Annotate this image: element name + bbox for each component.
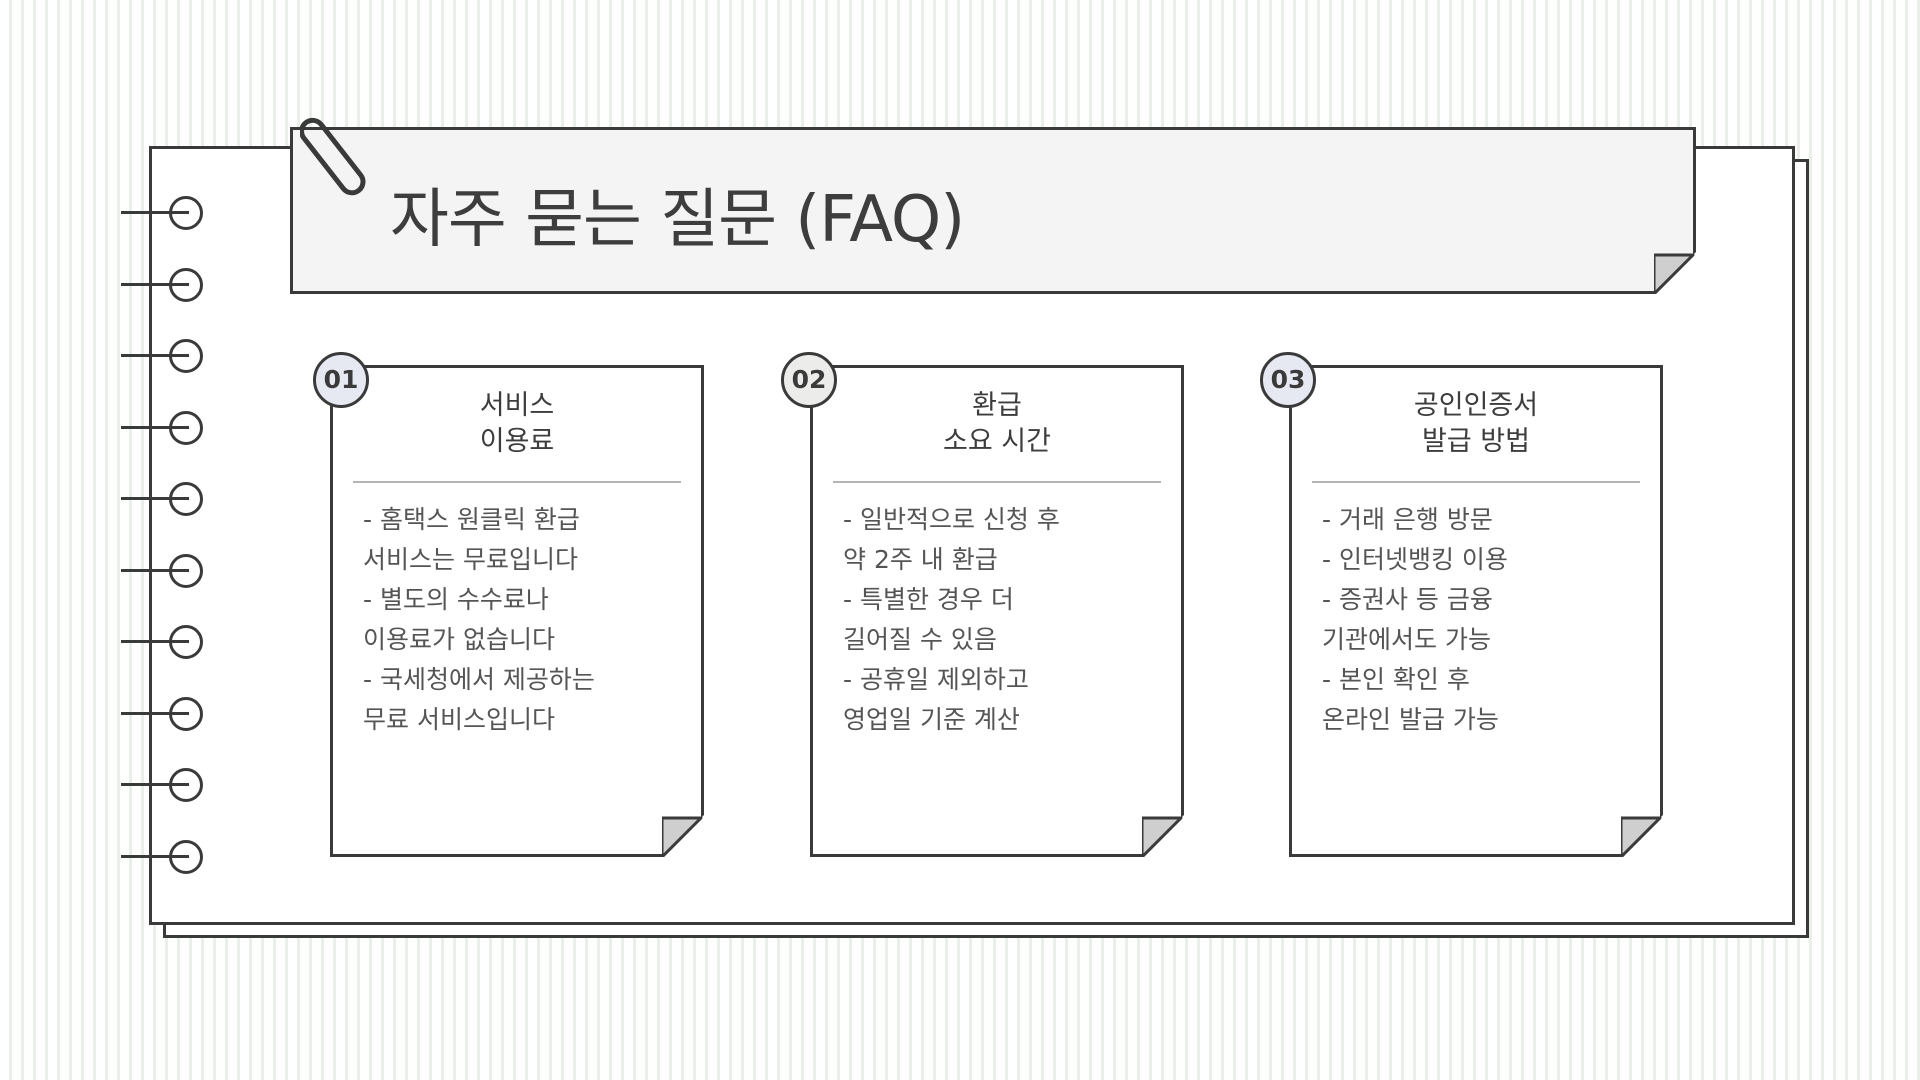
card-body: - 일반적으로 신청 후 약 2주 내 환급 - 특별한 경우 더 길어질 수 … [843, 505, 1060, 734]
ring-icon [121, 625, 203, 659]
faq-card-certificate: 공인인증서 발급 방법 - 거래 은행 방문 - 인터넷뱅킹 이용 - 증권사 … [1289, 365, 1663, 857]
folded-corner-icon [662, 815, 704, 857]
folded-corner-icon [1142, 815, 1184, 857]
ring-icon [121, 840, 203, 874]
card-number-badge: 03 [1260, 352, 1316, 408]
ring-icon [121, 697, 203, 731]
card-divider [833, 481, 1161, 483]
card-title: 환급 소요 시간 [943, 390, 1051, 457]
title-banner [290, 127, 1696, 294]
folded-corner-icon [1621, 815, 1663, 857]
page-title: 자주 묻는 질문 (FAQ) [390, 183, 965, 257]
ring-icon [121, 411, 203, 445]
ring-icon [121, 482, 203, 516]
card-number-badge: 02 [781, 352, 837, 408]
card-divider [1312, 481, 1640, 483]
paperclip-icon [300, 117, 366, 196]
card-title: 공인인증서 발급 방법 [1413, 390, 1539, 457]
ring-icon [121, 196, 203, 230]
faq-card-refund-time: 환급 소요 시간 - 일반적으로 신청 후 약 2주 내 환급 - 특별한 경우… [810, 365, 1184, 857]
faq-card-service-fee: 서비스 이용료 - 홈택스 원클릭 환급 서비스는 무료입니다 - 별도의 수수… [330, 365, 704, 857]
folded-corner-icon [1654, 252, 1696, 294]
ring-icon [121, 268, 203, 302]
ring-icon [121, 339, 203, 373]
ring-icon [121, 768, 203, 802]
ring-icon [121, 554, 203, 588]
card-title: 서비스 이용료 [479, 390, 555, 457]
card-body: - 거래 은행 방문 - 인터넷뱅킹 이용 - 증권사 등 금융 기관에서도 가… [1322, 505, 1508, 734]
card-number-badge: 01 [313, 352, 369, 408]
card-divider [353, 481, 681, 483]
card-body: - 홈택스 원클릭 환급 서비스는 무료입니다 - 별도의 수수료나 이용료가 … [363, 505, 595, 734]
